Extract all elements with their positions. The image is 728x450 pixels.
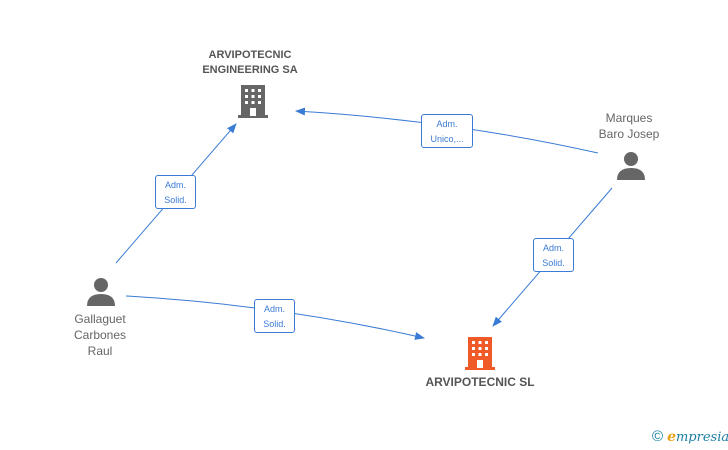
copyright-icon: © [652,428,664,445]
person-icon[interactable] [86,276,116,306]
edge-label-marques-to-sl[interactable]: Adm. Solid. [533,238,574,272]
node-label-sl[interactable]: ARVIPOTECNIC SL [425,375,535,389]
node-label-engineering[interactable]: ARVIPOTECNIC ENGINEERING SA [202,49,298,76]
node-label-gallaguet[interactable]: Gallaguet Carbones Raul [73,312,127,358]
edge-label-marques-to-engineering[interactable]: Adm. Unico,... [421,114,473,148]
building-icon-main[interactable] [464,336,496,370]
edge-label-gallaguet-to-engineering[interactable]: Adm. Solid. [155,175,196,209]
person-icon[interactable] [616,150,646,180]
empresia-logo: ©empresia [652,428,728,445]
node-label-marques[interactable]: Marques Baro Josep [598,111,660,141]
building-icon[interactable] [237,84,269,118]
edge-label-gallaguet-to-sl[interactable]: Adm. Solid. [254,299,295,333]
